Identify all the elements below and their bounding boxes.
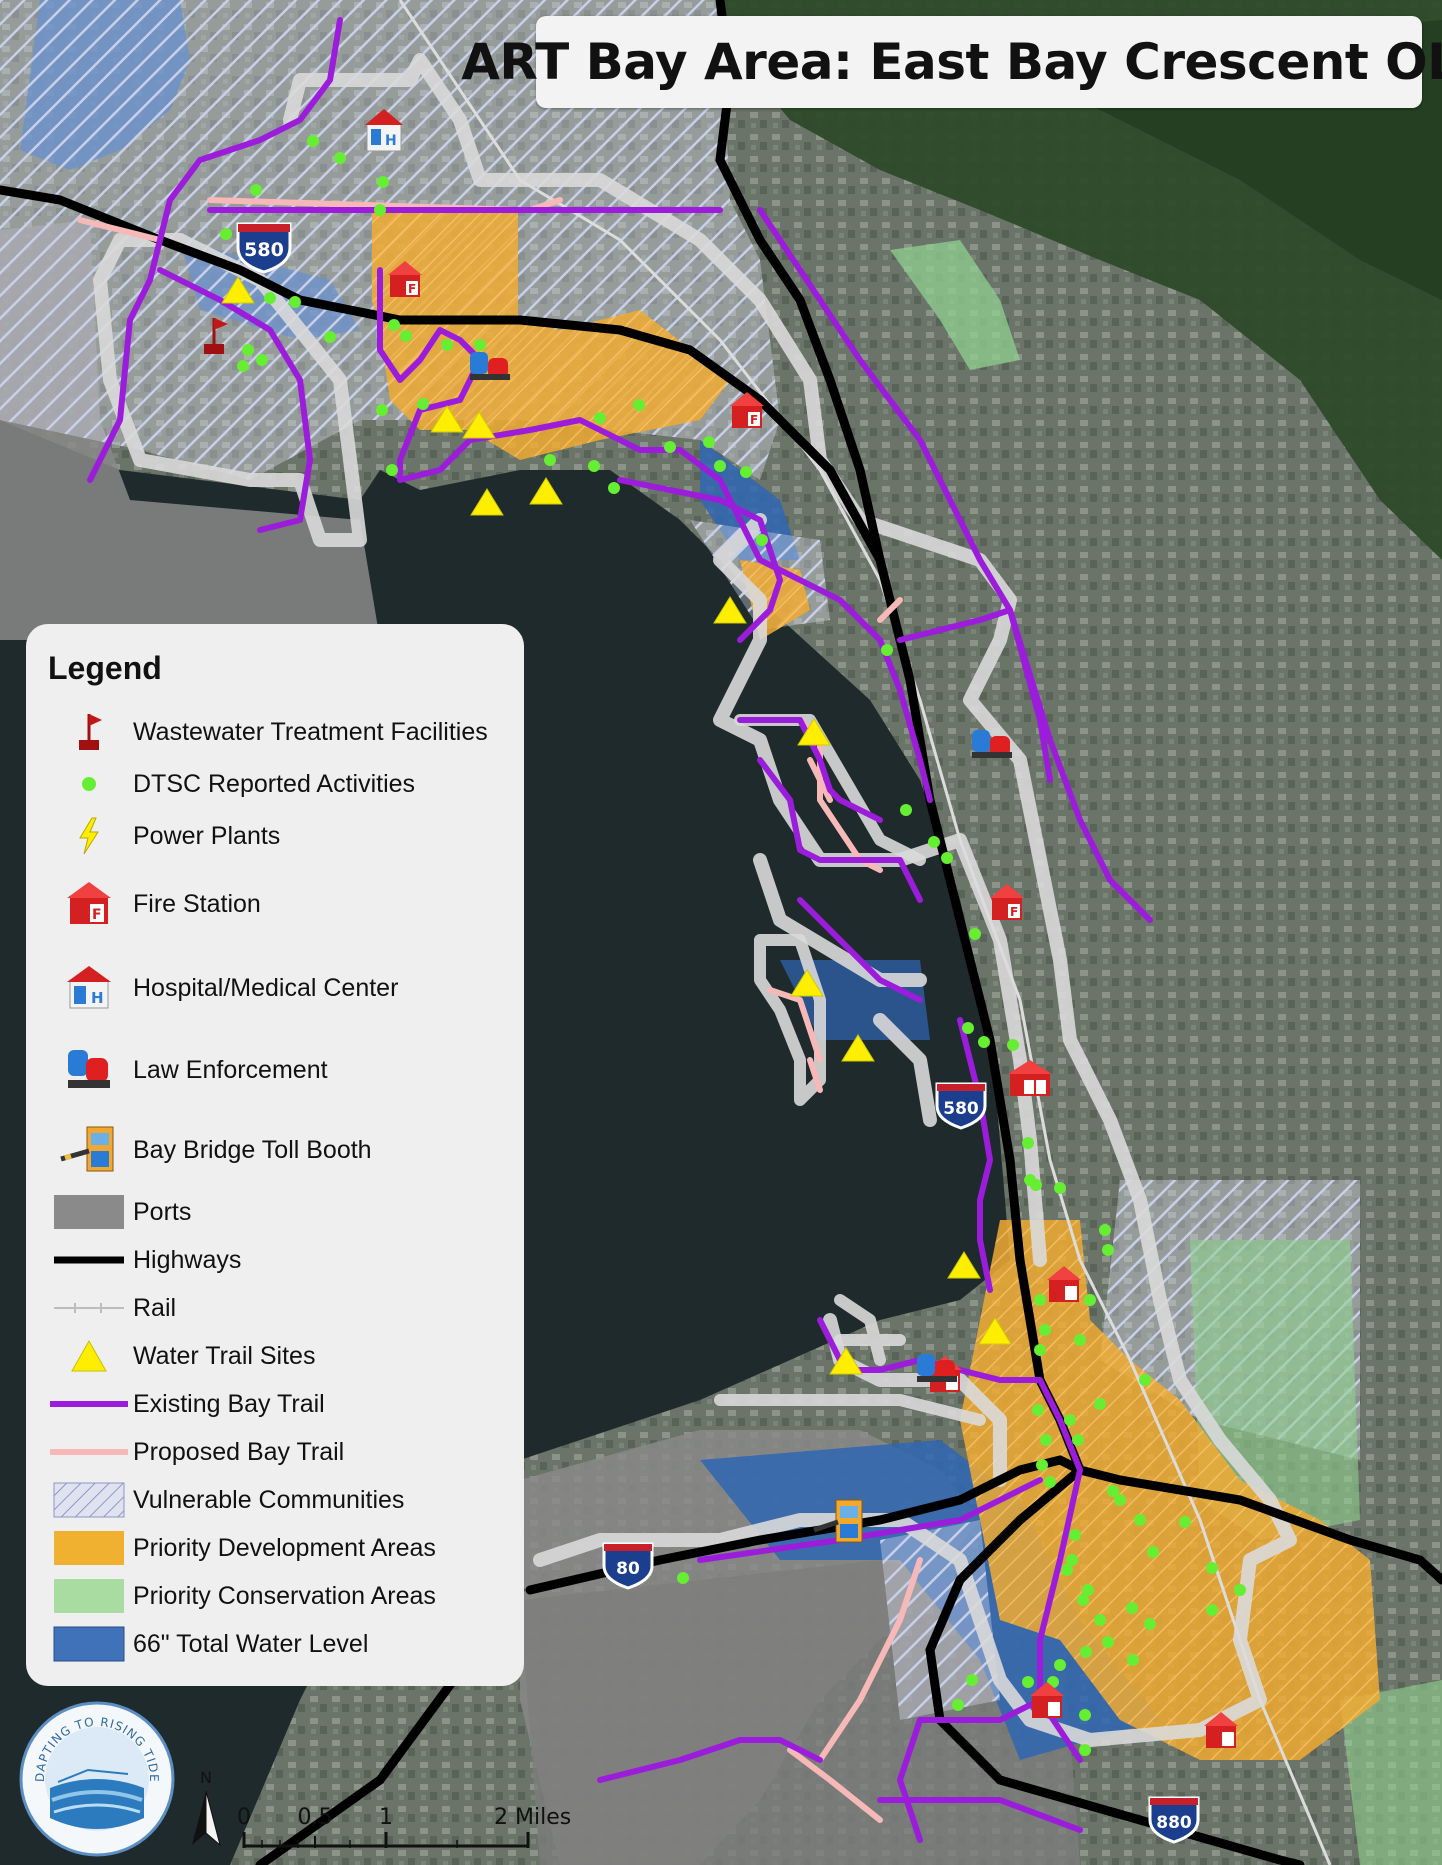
legend-item-water-level: 66" Total Water Level bbox=[26, 1622, 524, 1666]
map-title: ART Bay Area: East Bay Crescent OLU bbox=[461, 33, 1442, 91]
highway-580 bbox=[0, 185, 1085, 1475]
legend-item-hospital: H Hospital/Medical Center bbox=[26, 966, 524, 1010]
svg-text:580: 580 bbox=[244, 239, 284, 261]
toll-booth-icon bbox=[46, 1126, 132, 1172]
legend-item-pca: Priority Conservation Areas bbox=[26, 1574, 524, 1618]
police-light-icon bbox=[46, 1048, 132, 1092]
red-flag-icon bbox=[46, 710, 132, 754]
scale-tick-2: 2 Miles bbox=[494, 1805, 571, 1830]
legend-item-fire-station: F Fire Station bbox=[26, 882, 524, 926]
hospital-icon: H bbox=[46, 966, 132, 1010]
interstate-shield-580-mid: 580 bbox=[935, 1082, 987, 1130]
svg-text:F: F bbox=[1010, 905, 1018, 919]
legend-item-proposed-trail: Proposed Bay Trail bbox=[26, 1430, 524, 1474]
legend-item-law-enforcement: Law Enforcement bbox=[26, 1048, 524, 1092]
water-trail-sites bbox=[221, 276, 1012, 1375]
hatched-swatch bbox=[46, 1478, 132, 1522]
svg-text:F: F bbox=[750, 413, 758, 427]
legend-item-power-plants: Power Plants bbox=[26, 814, 524, 858]
legend-item-dtsc: DTSC Reported Activities bbox=[26, 762, 524, 806]
wastewater-map-icon bbox=[204, 318, 228, 354]
legend-item-water-trail: Water Trail Sites bbox=[26, 1334, 524, 1378]
fire-station-icon: F bbox=[46, 882, 132, 926]
yellow-triangle-icon bbox=[46, 1334, 132, 1378]
legend-item-wastewater: Wastewater Treatment Facilities bbox=[26, 710, 524, 754]
orange-fill-swatch bbox=[46, 1526, 132, 1570]
highway-east bbox=[1075, 1465, 1442, 1585]
highway-80 bbox=[525, 1455, 1085, 1595]
interstate-shield-880: 880 bbox=[1148, 1796, 1200, 1844]
gray-fill-swatch bbox=[46, 1190, 132, 1234]
legend-items: Wastewater Treatment Facilities DTSC Rep… bbox=[26, 624, 524, 1686]
svg-text:H: H bbox=[91, 989, 104, 1007]
purple-line-swatch bbox=[46, 1382, 132, 1426]
svg-text:F: F bbox=[408, 282, 416, 296]
existing-trail bbox=[87, 17, 1153, 1843]
legend-item-pda: Priority Development Areas bbox=[26, 1526, 524, 1570]
pink-line-swatch bbox=[46, 1430, 132, 1474]
scale-tick-half: 0.5 bbox=[298, 1805, 333, 1830]
rail-line-swatch bbox=[46, 1286, 132, 1330]
art-logo: ADAPTING TO RISING TIDES bbox=[13, 1689, 176, 1858]
shoreline-buffer-islands bbox=[714, 714, 986, 1426]
svg-text:N: N bbox=[200, 1768, 212, 1787]
svg-text:H: H bbox=[385, 133, 397, 149]
dtsc-points bbox=[220, 135, 1246, 1756]
legend-item-rail: Rail bbox=[26, 1286, 524, 1330]
legend-item-toll-booth: Bay Bridge Toll Booth bbox=[26, 1126, 524, 1172]
interstate-shield-580-north: 580 bbox=[236, 222, 292, 274]
north-arrow: N bbox=[186, 1765, 226, 1855]
rail-line bbox=[398, 0, 1332, 1865]
shoreline-buffer bbox=[93, 53, 1297, 1747]
hospital-map-icon: H bbox=[365, 109, 403, 152]
proposed-trail bbox=[77, 197, 923, 1823]
svg-text:80: 80 bbox=[616, 1559, 640, 1579]
legend-title: Legend bbox=[48, 650, 162, 686]
scale-bar: 0 0.5 1 2 Miles bbox=[236, 1790, 616, 1860]
lightning-bolt-icon bbox=[46, 814, 132, 858]
conservation-area-hills bbox=[890, 240, 1020, 370]
conservation-area-se bbox=[1340, 1680, 1442, 1865]
legend-item-highways: Highways bbox=[26, 1238, 524, 1282]
legend-item-ports: Ports bbox=[26, 1190, 524, 1234]
toll-booth-map-icon bbox=[813, 1499, 863, 1543]
svg-text:F: F bbox=[92, 907, 102, 923]
legend-item-vulnerable: Vulnerable Communities bbox=[26, 1478, 524, 1522]
law-enforcement-map-icons bbox=[470, 352, 1012, 1382]
black-line-swatch bbox=[46, 1238, 132, 1282]
legend-item-existing-trail: Existing Bay Trail bbox=[26, 1382, 524, 1426]
svg-text:580: 580 bbox=[943, 1099, 979, 1119]
blue-fill-swatch bbox=[46, 1622, 132, 1666]
svg-text:880: 880 bbox=[1156, 1813, 1192, 1833]
map-title-box: ART Bay Area: East Bay Crescent OLU bbox=[461, 16, 1442, 108]
interstate-shield-80: 80 bbox=[602, 1542, 654, 1590]
scale-tick-0: 0 bbox=[237, 1805, 251, 1830]
green-dot-icon bbox=[46, 762, 132, 806]
scale-tick-1: 1 bbox=[379, 1805, 393, 1830]
green-fill-swatch bbox=[46, 1574, 132, 1618]
